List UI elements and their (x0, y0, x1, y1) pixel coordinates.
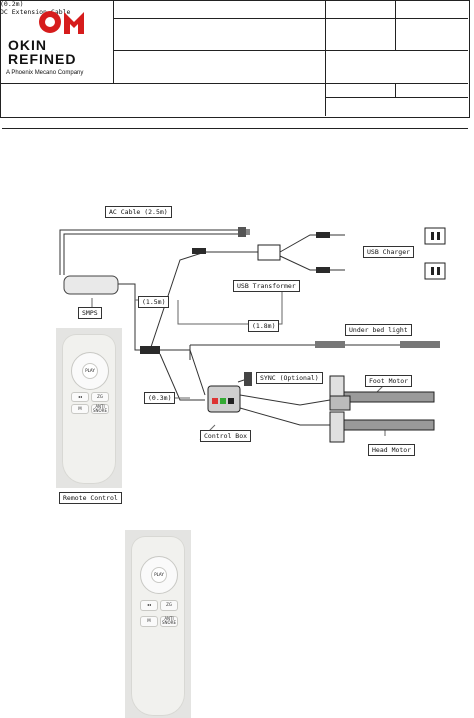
play-button: PLAY (82, 363, 98, 379)
preset-button: ◂◂ (71, 392, 89, 402)
label-under-bed-light: Under bed light (345, 324, 412, 336)
header-row-line (113, 50, 325, 51)
zg-button: ZG (91, 392, 109, 402)
preset-button: ◂◂ (140, 600, 158, 611)
zg-button: ZG (160, 600, 178, 611)
label-usb-transformer: USB Transformer (233, 280, 300, 292)
header-col-line (395, 0, 396, 50)
header-row-line (113, 18, 468, 19)
label-head-motor: Head Motor (368, 444, 416, 456)
header-col-line (395, 83, 396, 97)
header-table (0, 0, 470, 118)
logo-tagline: A Phoenix Mecano Company (6, 70, 84, 76)
header-row-line (0, 83, 468, 84)
label-len-1.5m: (1.5m) (138, 296, 170, 308)
logo-text: OKIN REFINED (8, 37, 77, 67)
header-row-line (325, 97, 468, 98)
header-col-line (325, 0, 326, 116)
m-button: M (140, 616, 158, 627)
label-smps: SMPS (78, 307, 102, 319)
dpad (71, 352, 109, 390)
label-dc-extension-cable: DC Extension Cable (0, 8, 71, 16)
label-len-0.2m: (0.2m) (0, 0, 24, 8)
label-usb-charger: USB Charger (363, 246, 415, 258)
play-button: PLAY (151, 567, 167, 583)
label-len-0.3m: (0.3m) (144, 392, 176, 404)
label-control-box: Control Box (200, 430, 252, 442)
label-foot-motor: Foot Motor (365, 375, 413, 387)
label-remote-control: Remote Control (59, 492, 122, 504)
header-row-line (325, 50, 468, 51)
anti-snore-button: ANTI SNORE (160, 616, 178, 627)
section-divider (2, 128, 468, 129)
m-button: M (71, 404, 89, 414)
okin-logo-mark (39, 11, 84, 34)
label-len-1.8m: (1.8m) (248, 320, 280, 332)
label-sync: SYNC (Optional) (256, 372, 323, 384)
remote-control-image: PLAY ◂◂ ZG M ANTI SNORE (62, 334, 116, 484)
anti-snore-button: ANTI SNORE (91, 404, 109, 414)
remote-control-image-2: PLAY ◂◂ ZG M ANTI SNORE (131, 536, 185, 716)
label-ac-cable: AC Cable (2.5m) (105, 206, 172, 218)
